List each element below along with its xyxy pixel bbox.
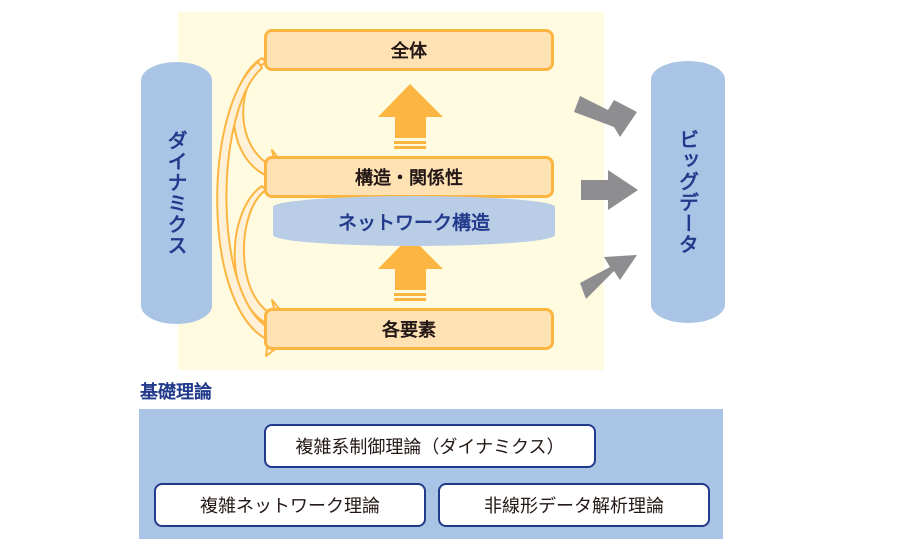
bigdata-pillar: ビッグデータ	[651, 61, 725, 323]
theory-complex-systems-control: 複雑系制御理論（ダイナミクス）	[264, 424, 596, 468]
level-elements: 各要素	[264, 308, 554, 350]
theory-label: 複雑系制御理論（ダイナミクス）	[295, 437, 565, 458]
foundation-title: 基礎理論	[140, 382, 212, 403]
network-structure-ellipse: ネットワーク構造	[273, 196, 555, 246]
gray-arrow-top	[574, 96, 637, 137]
up-arrow-to-whole	[378, 84, 443, 149]
level-elements-label: 各要素	[382, 320, 436, 341]
theory-label: 非線形データ解析理論	[484, 496, 664, 517]
level-whole-label: 全体	[391, 41, 427, 62]
level-whole: 全体	[264, 29, 554, 71]
theory-nonlinear-data-analysis: 非線形データ解析理論	[438, 483, 710, 527]
gray-arrow-bottom	[580, 255, 637, 299]
level-structure-label: 構造・関係性	[355, 168, 463, 189]
theory-label: 複雑ネットワーク理論	[200, 496, 380, 517]
curved-arrow-whole-to-elements	[216, 61, 291, 357]
gray-arrow-middle	[581, 170, 638, 210]
theory-complex-network: 複雑ネットワーク理論	[154, 483, 426, 527]
bigdata-label: ビッグデータ	[675, 129, 700, 255]
network-structure-label: ネットワーク構造	[337, 211, 490, 234]
level-structure: 構造・関係性	[264, 156, 554, 198]
dynamics-label: ダイナミクス	[164, 130, 188, 256]
dynamics-pillar: ダイナミクス	[141, 62, 212, 324]
up-arrow-to-network	[378, 236, 443, 301]
